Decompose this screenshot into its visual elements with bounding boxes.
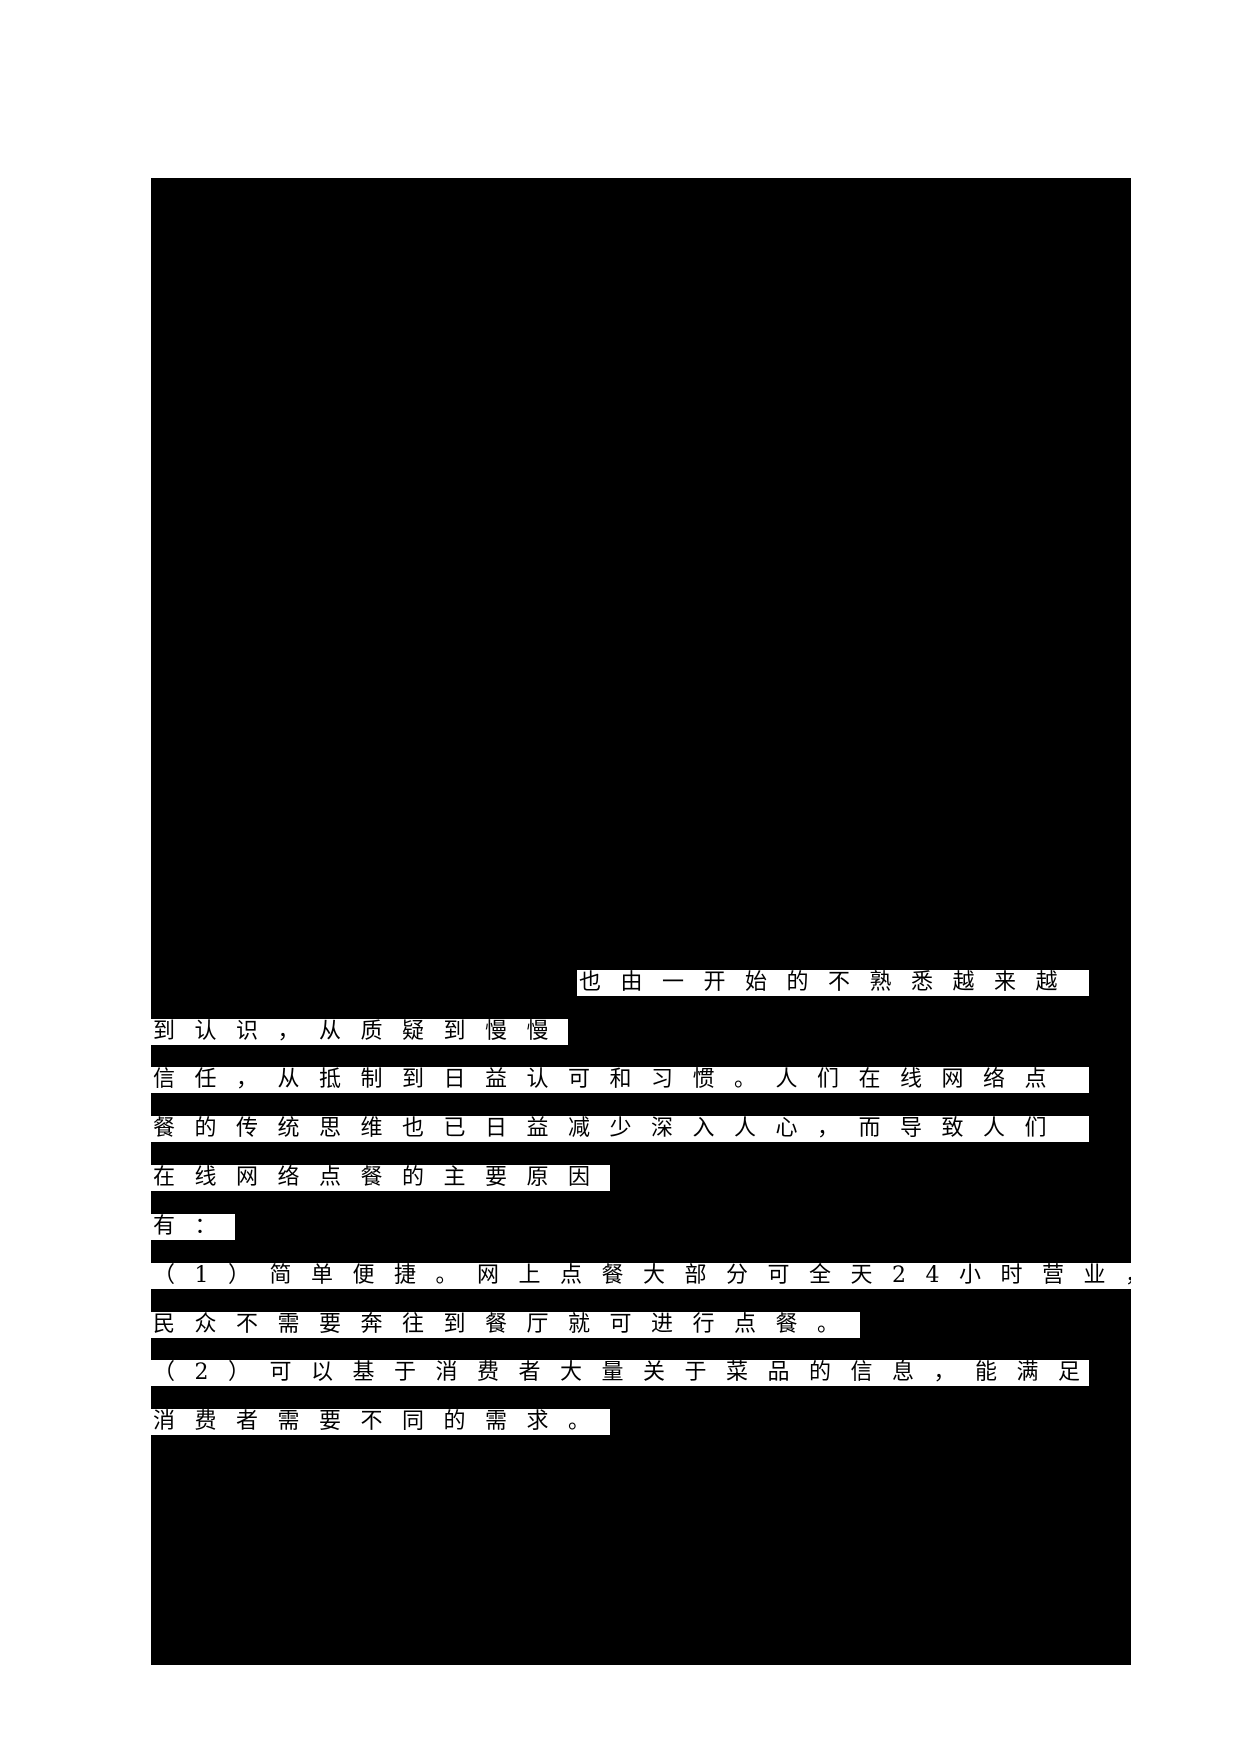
text-line-4: 餐的传统思维也已日益减少深入人心，而导致人们 (151, 1116, 1089, 1142)
text-line-1: 也由一开始的不熟悉越来越 (577, 970, 1089, 996)
redacted-region (151, 178, 1131, 1665)
list-item-2-line-1: （2）可以基于消费者大量关于菜品的信息，能满足 (151, 1360, 1089, 1386)
text-line-5: 在线网络点餐的主要原因 (151, 1165, 610, 1191)
text-line-2: 到认识，从质疑到慢慢 (151, 1019, 568, 1045)
text-line-3: 信任，从抵制到日益认可和习惯。人们在线网络点 (151, 1067, 1089, 1093)
list-item-1-line-2: 民众不需要奔往到餐厅就可进行点餐。 (151, 1312, 860, 1338)
list-item-2-line-2: 消费者需要不同的需求。 (151, 1409, 610, 1435)
list-item-1-line-1: （1）简单便捷。网上点餐大部分可全天24小时营业， (151, 1263, 1131, 1289)
text-line-6: 有： (151, 1214, 235, 1240)
